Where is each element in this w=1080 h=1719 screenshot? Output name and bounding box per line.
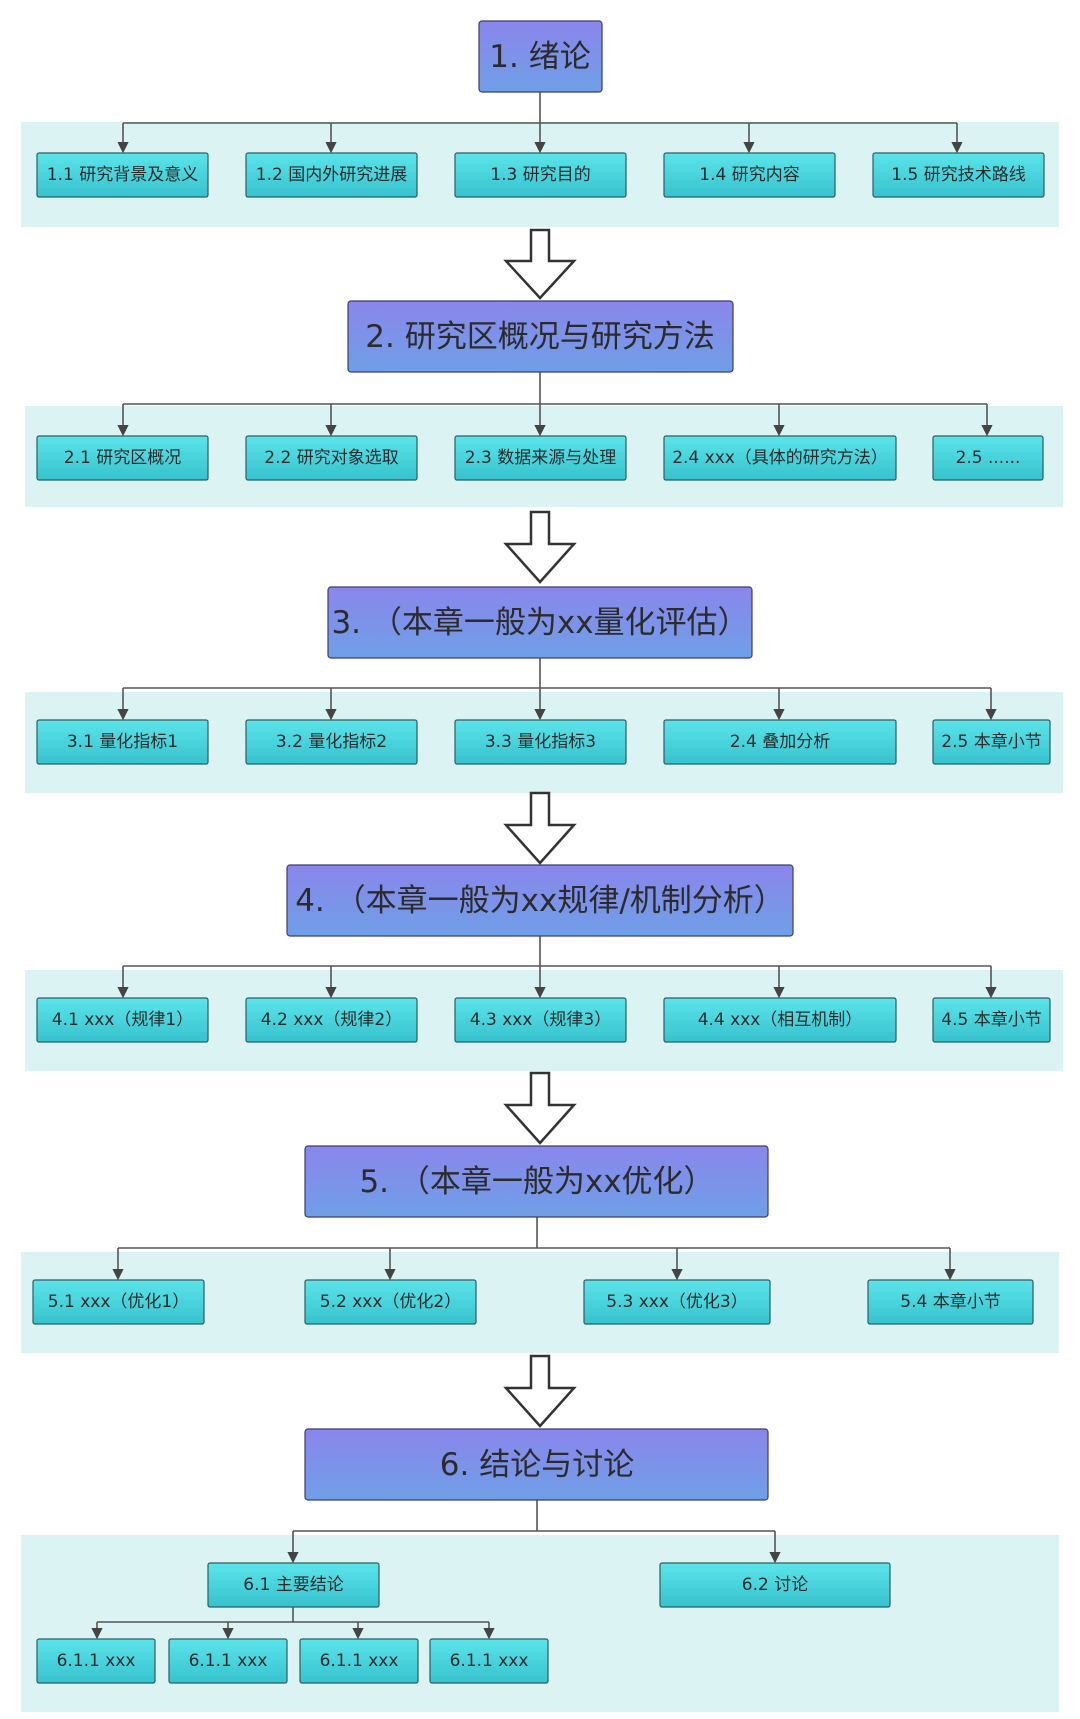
section-box: 5.2 xxx（优化2） <box>304 1279 477 1325</box>
down-arrow-icon <box>503 1071 577 1145</box>
subsection-label: 6.1.1 xxx <box>189 1651 268 1671</box>
section-box: 2.2 研究对象选取 <box>245 435 418 481</box>
section-label: 5.1 xxx（优化1） <box>48 1292 189 1312</box>
section-box: 5.1 xxx（优化1） <box>32 1279 205 1325</box>
section-box: 2.4 xxx（具体的研究方法） <box>663 435 897 481</box>
section-box: 4.4 xxx（相互机制） <box>663 997 897 1043</box>
chapter-box-4: 4. （本章一般为xx规律/机制分析） <box>286 864 794 937</box>
section-label: 1.2 国内外研究进展 <box>256 165 407 185</box>
chapter-title: 2. 研究区概况与研究方法 <box>365 319 714 355</box>
section-box: 5.4 本章小节 <box>867 1279 1034 1325</box>
section-label: 6.1 主要结论 <box>243 1575 343 1595</box>
section-label: 5.2 xxx（优化2） <box>320 1292 461 1312</box>
section-box: 1.1 研究背景及意义 <box>36 152 209 198</box>
subsection-label: 6.1.1 xxx <box>450 1651 529 1671</box>
subsection-box: 6.1.1 xxx <box>299 1638 419 1684</box>
section-label: 5.4 本章小节 <box>900 1292 1000 1312</box>
section-label: 2.5 本章小节 <box>941 732 1041 752</box>
section-label: 4.5 本章小节 <box>941 1010 1041 1030</box>
section-label: 2.1 研究区概况 <box>64 448 181 468</box>
chapter-box-3: 3. （本章一般为xx量化评估） <box>327 586 753 659</box>
connectors-chapter-2 <box>117 372 993 437</box>
section-label: 3.2 量化指标2 <box>276 732 387 752</box>
section-label: 2.3 数据来源与处理 <box>465 448 616 468</box>
section-label: 1.4 研究内容 <box>699 165 799 185</box>
subsection-label: 6.1.1 xxx <box>57 1651 136 1671</box>
section-box: 3.3 量化指标3 <box>454 719 627 765</box>
connectors-chapter-4 <box>117 936 997 999</box>
section-label: 4.1 xxx（规律1） <box>52 1010 193 1030</box>
section-box: 2.4 叠加分析 <box>663 719 897 765</box>
section-box: 4.2 xxx（规律2） <box>245 997 418 1043</box>
chapter-box-5: 5. （本章一般为xx优化） <box>304 1145 769 1218</box>
down-arrow-icon <box>503 228 577 300</box>
chapter-box-1: 1. 绪论 <box>478 20 603 93</box>
section-box: 1.5 研究技术路线 <box>872 152 1045 198</box>
connectors-chapter-6 <box>91 1500 781 1640</box>
section-box: 4.3 xxx（规律3） <box>454 997 627 1043</box>
subsection-box: 6.1.1 xxx <box>168 1638 288 1684</box>
section-box: 6.1 主要结论 <box>207 1562 380 1608</box>
section-label: 2.4 叠加分析 <box>730 732 830 752</box>
section-label: 1.1 研究背景及意义 <box>47 165 198 185</box>
connectors-chapter-3 <box>117 658 997 721</box>
section-label: 2.2 研究对象选取 <box>264 448 398 468</box>
subsection-box: 6.1.1 xxx <box>36 1638 156 1684</box>
section-label: 3.1 量化指标1 <box>67 732 178 752</box>
section-label: 4.4 xxx（相互机制） <box>698 1010 863 1030</box>
section-box: 2.3 数据来源与处理 <box>454 435 627 481</box>
section-box: 5.3 xxx（优化3） <box>583 1279 771 1325</box>
chapter-box-2: 2. 研究区概况与研究方法 <box>347 300 734 373</box>
section-label: 5.3 xxx（优化3） <box>606 1292 747 1312</box>
section-label: 1.3 研究目的 <box>490 165 590 185</box>
section-label: 4.3 xxx（规律3） <box>470 1010 611 1030</box>
connectors-chapter-5 <box>112 1217 956 1281</box>
chapter-title: 1. 绪论 <box>489 39 590 75</box>
section-box: 2.5 ...... <box>932 435 1044 481</box>
section-label: 6.2 讨论 <box>742 1575 808 1595</box>
section-box: 2.5 本章小节 <box>932 719 1051 765</box>
chapter-title: 5. （本章一般为xx优化） <box>359 1164 714 1200</box>
section-label: 3.3 量化指标3 <box>485 732 596 752</box>
section-label: 2.5 ...... <box>956 448 1021 468</box>
section-box: 2.1 研究区概况 <box>36 435 209 481</box>
down-arrow-icon <box>503 510 577 584</box>
section-box: 1.4 研究内容 <box>663 152 836 198</box>
section-box: 3.2 量化指标2 <box>245 719 418 765</box>
subsection-label: 6.1.1 xxx <box>320 1651 399 1671</box>
chapter-title: 4. （本章一般为xx规律/机制分析） <box>295 883 785 919</box>
section-label: 2.4 xxx（具体的研究方法） <box>672 448 888 468</box>
section-box: 1.2 国内外研究进展 <box>245 152 418 198</box>
section-box: 6.2 讨论 <box>659 1562 891 1608</box>
connectors-chapter-1 <box>117 92 963 154</box>
down-arrow-icon <box>503 1354 577 1428</box>
section-box: 1.3 研究目的 <box>454 152 627 198</box>
section-box: 4.5 本章小节 <box>932 997 1051 1043</box>
section-box: 3.1 量化指标1 <box>36 719 209 765</box>
panel-chapter-6 <box>21 1535 1059 1712</box>
section-label: 4.2 xxx（规律2） <box>261 1010 402 1030</box>
section-box: 4.1 xxx（规律1） <box>36 997 209 1043</box>
chapter-box-6: 6. 结论与讨论 <box>304 1428 769 1501</box>
down-arrow-icon <box>503 791 577 865</box>
subsection-box: 6.1.1 xxx <box>429 1638 549 1684</box>
section-label: 1.5 研究技术路线 <box>891 165 1025 185</box>
chapter-title: 3. （本章一般为xx量化评估） <box>331 605 748 641</box>
chapter-title: 6. 结论与讨论 <box>440 1447 634 1483</box>
